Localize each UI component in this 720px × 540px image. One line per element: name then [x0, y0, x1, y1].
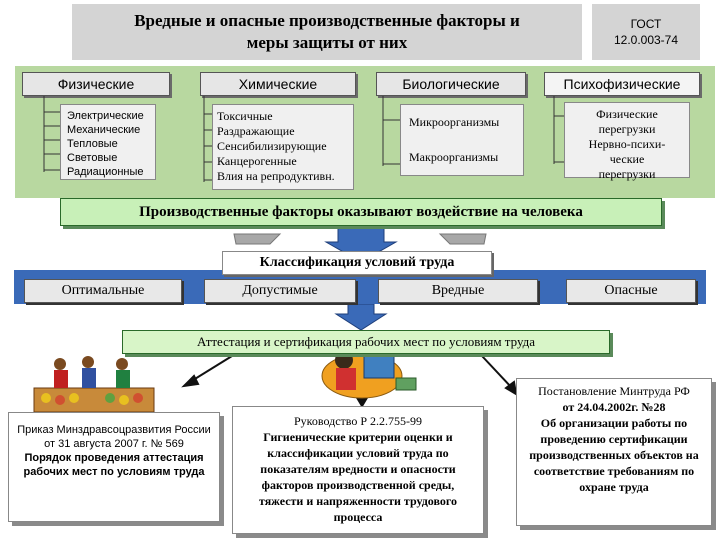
- doc-line: Об организации работы по проведению серт…: [529, 416, 699, 494]
- physical-factors-list: Электрические Механические Тепловые Свет…: [60, 104, 156, 180]
- category-label: Допустимые: [242, 283, 318, 298]
- doc-line: Приказ Минздравсоцразвития России: [17, 424, 211, 436]
- standard-line1: ГОСТ: [630, 17, 662, 31]
- group-header-psychophysical: Психофизические: [544, 72, 700, 96]
- classification-title-text: Классификация условий труда: [259, 255, 455, 270]
- category-dangerous: Опасные: [566, 279, 696, 303]
- category-harmful: Вредные: [378, 279, 538, 303]
- doc-line: от 31 августа 2007 г. № 569: [44, 438, 184, 450]
- list-item: Нервно-психи-ческие перегрузки: [588, 137, 666, 181]
- attestation-banner: Аттестация и сертификация рабочих мест п…: [122, 330, 610, 354]
- market-workers-illustration: [33, 356, 155, 413]
- document-resolution-28: Постановление Минтруда РФ от 24.04.2002г…: [516, 378, 712, 526]
- doc-line: Гигиенические критерии оценки и классифи…: [258, 430, 458, 524]
- category-label: Оптимальные: [61, 283, 145, 298]
- page-title: Вредные и опасные производственные факто…: [72, 4, 582, 60]
- list-item: Световые: [67, 152, 118, 164]
- group-label: Биологические: [402, 76, 500, 92]
- doc-line: Порядок проведения аттестация рабочих ме…: [23, 452, 205, 478]
- document-guide-r2: Руководство Р 2.2.755-99 Гигиенические к…: [232, 406, 484, 534]
- attestation-text: Аттестация и сертификация рабочих мест п…: [196, 334, 536, 349]
- biological-factors-list: Микроорганизмы Макроорганизмы: [400, 104, 524, 176]
- category-label: Вредные: [431, 283, 485, 298]
- category-acceptable: Допустимые: [204, 279, 356, 303]
- doc-line: Постановление Минтруда РФ: [538, 384, 690, 398]
- chemical-factors-list: Токсичные Раздражающие Сенсибилизирующие…: [212, 104, 354, 190]
- classification-title: Классификация условий труда: [222, 251, 492, 275]
- document-order-569: Приказ Минздравсоцразвития России от 31 …: [8, 412, 220, 522]
- standard-line2: 12.0.003-74: [613, 33, 679, 47]
- computer-worker-illustration: [321, 351, 417, 399]
- list-item: Макроорганизмы: [409, 150, 499, 164]
- group-label: Химические: [238, 76, 318, 92]
- influence-banner: Производственные факторы оказывают возде…: [60, 198, 662, 226]
- standard-badge: ГОСТ 12.0.003-74: [592, 4, 700, 60]
- list-item: Механические: [67, 124, 141, 136]
- list-item: Токсичные: [217, 109, 273, 123]
- list-item: Физические перегрузки: [596, 107, 658, 136]
- category-label: Опасные: [604, 283, 658, 298]
- list-item: Раздражающие: [217, 124, 295, 138]
- list-item: Радиационные: [67, 166, 144, 178]
- doc-line: от 24.04.2002г. №28: [562, 400, 666, 414]
- group-header-physical: Физические: [22, 72, 170, 96]
- list-item: Влия на репродуктивн.: [217, 169, 335, 183]
- list-item: Микроорганизмы: [409, 115, 500, 129]
- group-label: Физические: [57, 76, 135, 92]
- group-header-biological: Биологические: [376, 72, 526, 96]
- doc-line: Руководство Р 2.2.755-99: [293, 414, 423, 428]
- list-item: Тепловые: [67, 138, 118, 150]
- list-item: Электрические: [67, 110, 144, 122]
- group-header-chemical: Химические: [200, 72, 356, 96]
- list-item: Канцерогенные: [217, 154, 297, 168]
- influence-text: Производственные факторы оказывают возде…: [139, 203, 583, 220]
- title-text: Вредные и опасные производственные факто…: [134, 11, 520, 52]
- category-optimal: Оптимальные: [24, 279, 182, 303]
- group-label: Психофизические: [563, 76, 681, 92]
- psychophysical-factors-list: Физические перегрузки Нервно-психи-чески…: [564, 102, 690, 181]
- list-item: Сенсибилизирующие: [217, 139, 327, 153]
